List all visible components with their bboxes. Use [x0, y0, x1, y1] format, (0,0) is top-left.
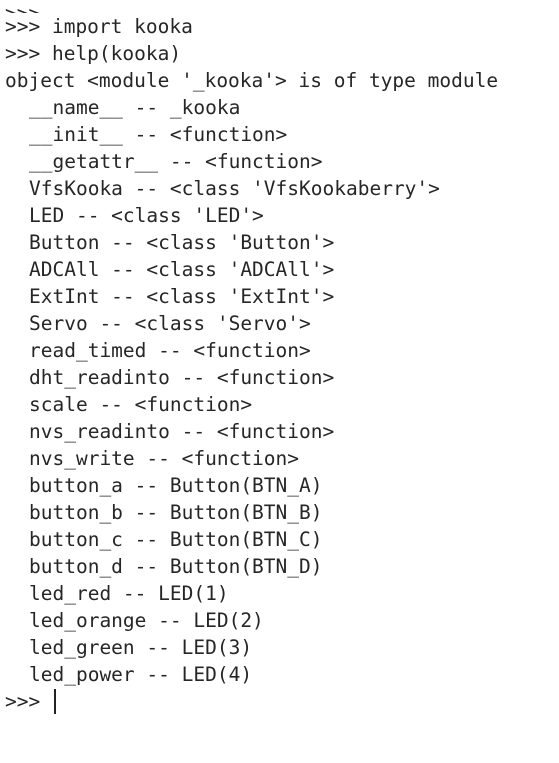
help-member-line: VfsKooka -- <class 'VfsKookaberry'>: [29, 177, 440, 200]
help-member-line: Servo -- <class 'Servo'>: [29, 312, 311, 335]
help-member-line: __getattr__ -- <function>: [29, 150, 323, 173]
help-member-line: nvs_readinto -- <function>: [29, 420, 335, 443]
help-member-line: dht_readinto -- <function>: [29, 366, 335, 389]
repl-empty-prompt-line: >>>: [5, 0, 559, 13]
repl-prompt: >>>: [5, 690, 52, 713]
repl-import-line: >>> import kooka: [5, 15, 193, 38]
help-member-line: button_b -- Button(BTN_B): [29, 501, 323, 524]
help-member-line: button_c -- Button(BTN_C): [29, 528, 323, 551]
help-member-line: nvs_write -- <function>: [29, 447, 300, 470]
text-cursor: [53, 689, 56, 714]
help-member-line: __init__ -- <function>: [29, 123, 288, 146]
help-member-line: scale -- <function>: [29, 393, 253, 416]
repl-help-line: >>> help(kooka): [5, 42, 182, 65]
help-member-line: ExtInt -- <class 'ExtInt'>: [29, 285, 335, 308]
help-member-line: __name__ -- _kooka: [29, 96, 241, 119]
help-output-header: object <module '_kooka'> is of type modu…: [5, 69, 499, 92]
help-member-line: led_power -- LED(4): [29, 663, 253, 686]
help-member-line: led_orange -- LED(2): [29, 609, 264, 632]
help-member-line: button_d -- Button(BTN_D): [29, 555, 323, 578]
help-member-line: read_timed -- <function>: [29, 339, 311, 362]
help-member-line: button_a -- Button(BTN_A): [29, 474, 323, 497]
help-member-line: LED -- <class 'LED'>: [29, 204, 264, 227]
help-member-line: Button -- <class 'Button'>: [29, 231, 335, 254]
help-member-line: ADCAll -- <class 'ADCAll'>: [29, 258, 335, 281]
help-member-line: led_red -- LED(1): [29, 582, 229, 605]
repl-input-line[interactable]: >>>: [5, 688, 559, 715]
help-member-line: led_green -- LED(3): [29, 636, 253, 659]
